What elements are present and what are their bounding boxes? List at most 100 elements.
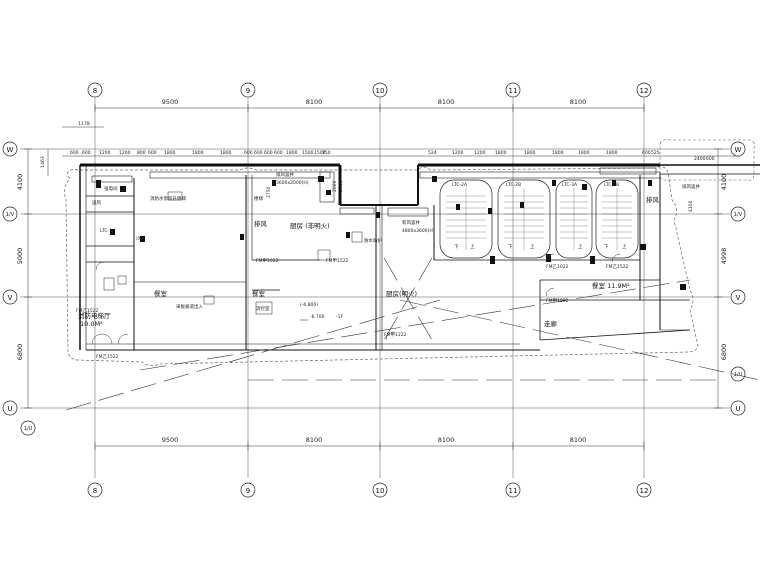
dim-left-2: 5000 <box>16 248 24 265</box>
dim-detail: 600 <box>70 150 79 156</box>
room-exhaust-1: 排风 <box>254 219 268 228</box>
dim-detail: 525 <box>651 150 660 156</box>
grid-col-8: 8 <box>93 87 97 95</box>
dim-top-4: 8100 <box>570 98 587 106</box>
equipment <box>103 191 363 315</box>
grid-row-1u: 1/U <box>24 426 33 432</box>
ltc-3a: LTC-3A <box>562 182 578 188</box>
ltc-3b: LTC-3B <box>604 182 619 188</box>
door-fm-2: FM甲1022 <box>256 258 279 264</box>
dim-detail: 1800 <box>286 150 298 156</box>
grid-col-10: 10 <box>376 87 385 95</box>
duct-markers <box>96 176 686 290</box>
dim-detail: 1200 <box>474 150 486 156</box>
dim-left-1: 4100 <box>16 174 24 191</box>
dim-top-3: 8100 <box>438 98 455 106</box>
duct-runs <box>91 167 661 217</box>
dim-detail: 600 <box>82 150 91 156</box>
revision-cloud <box>64 166 699 366</box>
dim-bottom-1: 9500 <box>162 436 179 444</box>
room-restaurant-1: 餐室 <box>154 289 168 298</box>
duct-label-4: 排风竖井 <box>682 183 700 190</box>
stair-up-4: 上 <box>622 243 627 250</box>
dim-detail: 1800 <box>164 150 176 156</box>
door-fm-3: FM甲1522 <box>326 258 349 264</box>
door-fm-5: FM甲1222 <box>384 332 407 338</box>
dim-right-1: 4100 <box>720 174 728 191</box>
dim-top-1: 9500 <box>162 98 179 106</box>
dim-detail: 524 <box>428 150 437 156</box>
grid-bubbles <box>2 82 746 498</box>
door-swings <box>91 253 621 345</box>
stair-down-2: 下 <box>508 244 513 250</box>
stair-up-2: 上 <box>530 243 535 250</box>
dim-top-2: 8100 <box>306 98 323 106</box>
room-wind: 送风 <box>92 199 101 206</box>
dim-detail: 600 <box>706 156 715 162</box>
dim-detail: 600 <box>244 150 253 156</box>
grid-row-v: V <box>8 294 13 302</box>
grid-row-w: W <box>7 146 14 154</box>
stair-up-1: 上 <box>470 243 475 250</box>
dim-detail: 1200 <box>99 150 111 156</box>
dim-detail: 1800 <box>524 150 536 156</box>
room-shop: 消控室 <box>256 305 270 312</box>
grid-col-8-bottom: 8 <box>93 487 97 495</box>
elev-label-1: (-6.800) <box>300 302 318 308</box>
room-lift: LTC-1 <box>100 228 112 234</box>
detail-dims: 600 600 1200 1200 800 600 1800 1800 1800… <box>70 150 715 162</box>
duct-size-2: 4800x3600(H) <box>402 228 435 234</box>
room-kitchen-nonfire: 厨房 (非明火) <box>290 221 330 230</box>
stair-down-4: 下 <box>604 244 609 250</box>
grid-col-9: 9 <box>246 87 250 95</box>
grid-col-12-bottom: 12 <box>640 487 649 495</box>
duct-label-2: 排风竖井 <box>276 171 294 178</box>
dim-left-small: 1463 <box>40 156 46 168</box>
dim-right-2: 4998 <box>720 248 728 265</box>
dim-top-small: 1178 <box>78 121 90 127</box>
dim-detail: 1800 <box>552 150 564 156</box>
door-fm-6: FM乙1022 <box>546 263 569 270</box>
dashed-outline <box>65 257 760 411</box>
dim-4100: 4100 <box>688 200 694 212</box>
dim-left-3: 6800 <box>16 344 24 361</box>
walls <box>79 163 760 351</box>
dim-2000: 2000 <box>332 180 338 192</box>
room-dining: 餐室 11.9M² <box>592 281 630 290</box>
dim-detail: 2400 <box>694 156 706 162</box>
grid-row-1v: 1/V <box>6 212 15 218</box>
duct-size-1: 3600x2000(H) <box>276 180 309 186</box>
ltc-2b: LTC-2B <box>506 182 521 188</box>
elev-label-2: -6.700 <box>310 314 325 320</box>
grid-row-u-right: U <box>735 405 740 413</box>
room-slope: 采板廊道出入 <box>176 303 203 310</box>
room-cabinet: 冷藏 <box>136 235 145 242</box>
grid-col-10-bottom: 10 <box>376 487 385 495</box>
revision-cloud-top-right <box>659 139 755 181</box>
room-kitchen-fire: 厨房(明火) <box>386 289 417 298</box>
dim-detail: 1200 <box>119 150 131 156</box>
ltc-stairs <box>439 179 639 259</box>
dim-2750: 2750 <box>266 186 272 198</box>
dim-detail: 750 <box>322 150 331 156</box>
room-waterproof: 防水防护 <box>364 237 382 244</box>
grid-col-11: 11 <box>509 87 518 95</box>
dim-detail: 1200 <box>452 150 464 156</box>
grid-row-v-right: V <box>736 294 741 302</box>
stair-up-3: 上 <box>578 243 583 250</box>
dim-detail: 600 <box>642 150 651 156</box>
dim-detail: 600 <box>264 150 273 156</box>
duct-label-3: 新风竖井 <box>402 219 420 226</box>
stair-treads <box>446 188 632 250</box>
dim-detail: 1800 <box>220 150 232 156</box>
room-stair: 楼梯 <box>254 195 263 202</box>
door-fm-4: FM乙1522 <box>96 353 119 360</box>
dim-2000b: 2000 <box>338 180 344 192</box>
grid-col-12: 12 <box>640 87 649 95</box>
door-fm-8: FM甲1522 <box>546 298 569 304</box>
door-fm-7: FM乙1522 <box>606 263 629 270</box>
room-passage: 走廊 <box>544 319 558 328</box>
grid-col-9-bottom: 9 <box>246 487 250 495</box>
door-fm-1: FM乙1522 <box>76 307 99 314</box>
dim-detail: 1800 <box>578 150 590 156</box>
